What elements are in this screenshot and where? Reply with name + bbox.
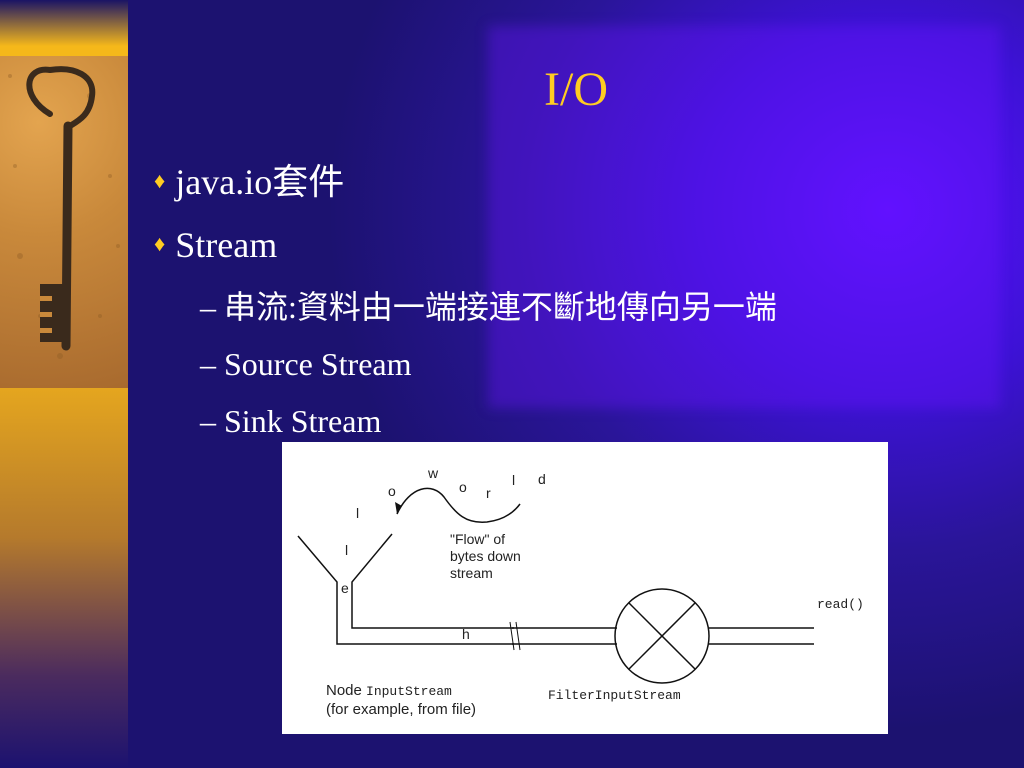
flow-arrowhead [395, 502, 402, 514]
stream-diagram-svg: w o l d o r l l e h "Flow" of bytes down… [297, 465, 864, 718]
funnel-inner-line [351, 533, 514, 629]
bullet-java-io: ♦ java.io套件 [154, 160, 344, 209]
filter-circle [614, 588, 710, 684]
slide-glow-panel [488, 26, 1000, 408]
letter-l3: l [345, 542, 348, 558]
filter-inputstream-label: FilterInputStream [548, 688, 681, 703]
bullet-text: Stream [175, 225, 278, 265]
letter-o2: o [459, 479, 467, 495]
diamond-bullet-icon: ♦ [154, 231, 166, 256]
letter-e: e [341, 580, 349, 596]
pipe-break-left [509, 621, 515, 651]
stream-diagram: w o l d o r l l e h "Flow" of bytes down… [282, 442, 888, 734]
funnel-outer-line [297, 535, 514, 645]
dash-bullet: – [200, 403, 216, 439]
subbullet-text: 串流:資料由一端接連不斷地傳向另一端 [224, 289, 777, 325]
letter-h: h [462, 626, 470, 642]
subbullet-sink-stream: –Sink Stream [200, 401, 381, 441]
bullet-text: java.io套件 [175, 162, 345, 202]
bullet-stream: ♦ Stream [154, 223, 277, 272]
letter-l2: l [356, 505, 359, 521]
read-method-label: read() [817, 597, 864, 612]
subbullet-stream-definition: –串流:資料由一端接連不斷地傳向另一端 [200, 287, 777, 327]
flow-label-line3: stream [450, 565, 493, 581]
dash-bullet: – [200, 346, 216, 382]
key-photo-icon [0, 56, 128, 388]
subbullet-text: Source Stream [224, 346, 412, 382]
pipe-break-right [515, 621, 521, 651]
filter-cross-line-b [628, 602, 696, 670]
node-inputstream-note: (for example, from file) [326, 701, 476, 718]
flow-label-line1: "Flow" of [450, 531, 505, 547]
diamond-bullet-icon: ♦ [154, 168, 166, 193]
letter-d: d [538, 471, 546, 487]
flow-label-line2: bytes down [450, 548, 521, 564]
letter-r: r [486, 485, 491, 501]
flow-wave [396, 487, 521, 523]
subbullet-text: Sink Stream [224, 403, 382, 439]
dash-bullet: – [200, 289, 216, 325]
letter-l1: l [512, 472, 515, 488]
node-inputstream-label: Node InputStream [326, 682, 452, 699]
slide-title: I/O [544, 63, 608, 116]
letter-w: w [427, 465, 439, 481]
subbullet-source-stream: –Source Stream [200, 344, 412, 384]
letter-o1: o [388, 483, 396, 499]
